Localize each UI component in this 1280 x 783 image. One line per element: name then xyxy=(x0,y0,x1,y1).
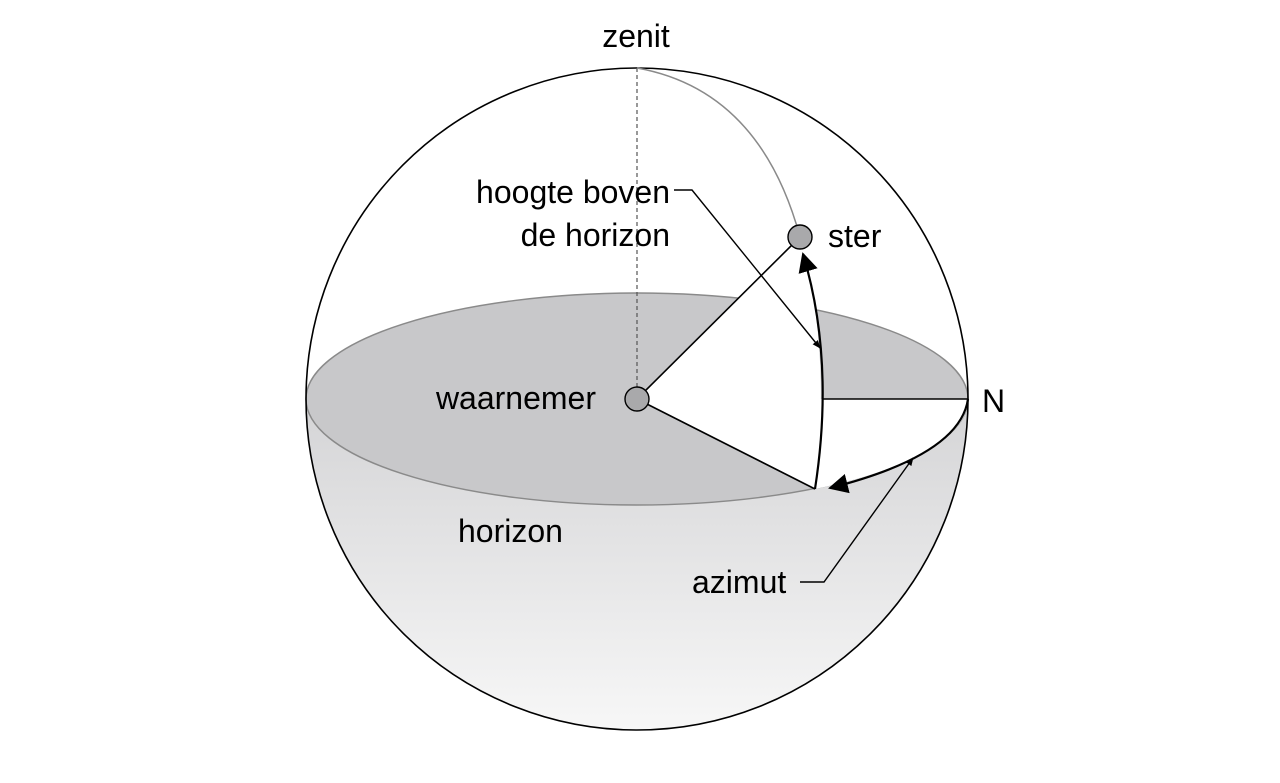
lower-hemisphere xyxy=(306,399,968,730)
north-label: N xyxy=(982,383,1005,419)
observer-foot-line xyxy=(636,398,816,490)
azimuth-leader xyxy=(800,457,914,583)
observer-star-line xyxy=(636,236,801,400)
altitude-label-line1: hoogte boven xyxy=(476,174,670,210)
altitude-leader xyxy=(674,189,821,349)
horizon-label: horizon xyxy=(458,513,563,549)
star-label: ster xyxy=(828,218,882,254)
zenith-label: zenit xyxy=(602,18,670,54)
observer-label: waarnemer xyxy=(435,380,596,416)
altitude-arc xyxy=(798,252,824,490)
vertical-circle xyxy=(636,67,801,238)
star-marker xyxy=(787,224,813,250)
azimuth-arc xyxy=(828,398,970,494)
observer-marker xyxy=(624,386,650,412)
azimuth-label: azimut xyxy=(692,564,786,600)
altitude-sector xyxy=(637,237,821,489)
altitude-label-line2: de horizon xyxy=(521,217,670,253)
